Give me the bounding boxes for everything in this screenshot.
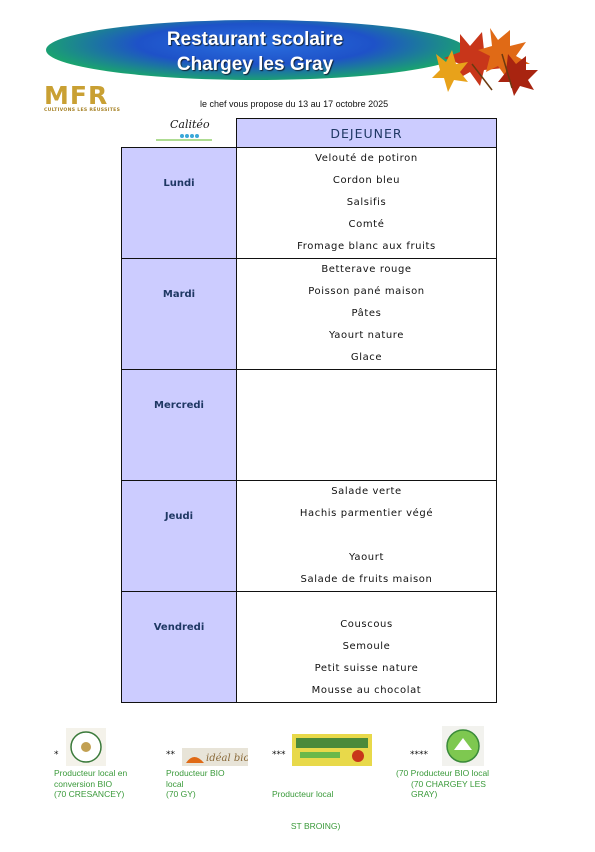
day-name: Mardi: [162, 289, 196, 300]
dish: Comté: [348, 219, 385, 230]
menu-table: DEJEUNER Lundi Velouté de potiron Cordon…: [121, 118, 497, 703]
day-cell: Jeudi: [121, 480, 237, 592]
dish: Salsifis: [346, 197, 387, 208]
producer-line: ST BROING): [272, 820, 341, 831]
title-banner: [46, 20, 466, 80]
producer-marker: ****: [410, 750, 428, 760]
title-line-2: Chargey les Gray: [176, 54, 334, 75]
dishes-cell: Couscous Semoule Petit suisse nature Mou…: [236, 591, 497, 703]
dish: Salade de fruits maison: [300, 574, 433, 585]
dejeuner-header: DEJEUNER: [236, 118, 497, 148]
dish: Glace: [350, 352, 383, 363]
day-name: Vendredi: [153, 622, 205, 633]
dish: Betterave rouge: [321, 264, 412, 275]
producers-legend: * Producteur local en conversion BIO (70…: [0, 724, 595, 831]
dish: Hachis parmentier végé: [299, 508, 434, 519]
dishes-cell: Betterave rouge Poisson pané maison Pâte…: [236, 258, 497, 370]
producer-text: Producteur local en conversion BIO (70 C…: [54, 768, 154, 800]
gratines-cresancey-logo-icon: [66, 728, 106, 766]
day-name: Lundi: [163, 178, 195, 189]
mfr-logo-letters: MFR: [44, 81, 109, 110]
producer-line: local: [166, 778, 184, 789]
dishes-cell: Velouté de potiron Cordon bleu Salsifis …: [236, 147, 497, 259]
producer-line: (70 CHARGEY LES: [411, 778, 486, 789]
dish: Velouté de potiron: [315, 153, 418, 164]
week-subtitle: le chef vous propose du 13 au 17 octobre…: [200, 99, 389, 109]
producer-line: conversion BIO: [54, 778, 113, 789]
ideal-bio-logo-icon: idéal bio: [182, 748, 248, 766]
dish: [237, 392, 496, 414]
producer-line: (70 GY): [166, 789, 196, 799]
dishes-cell: Salade verte Hachis parmentier végé Yaou…: [236, 480, 497, 592]
day-row: Mardi Betterave rouge Poisson pané maiso…: [121, 258, 497, 370]
producer-line: Producteur local en: [54, 768, 128, 778]
producer-line: (70 CRESANCEY): [54, 789, 125, 799]
dish: [237, 414, 496, 436]
header-empty-cell: [122, 119, 237, 148]
st-broing-producer-logo-icon: [292, 734, 372, 766]
day-row: Mercredi: [121, 369, 497, 481]
mfr-tagline: CULTIVONS LES RÉUSSITES: [44, 108, 121, 113]
dish: [237, 458, 496, 480]
day-cell: Vendredi: [121, 591, 237, 703]
dish: Poisson pané maison: [308, 286, 425, 297]
producer-line: Producteur local: [272, 789, 334, 799]
dish: [237, 436, 496, 458]
ferme-rosieres-logo-icon: [442, 726, 484, 766]
dish: [237, 592, 496, 614]
producer-text: (70 Producteur BIO local (70 CHARGEY LES…: [396, 768, 506, 800]
caterer-logo: Calitéo: [152, 118, 218, 144]
caterer-logo-word: Calitéo: [170, 118, 210, 131]
dish: Mousse au chocolat: [311, 685, 422, 696]
dish: Petit suisse nature: [314, 663, 419, 674]
producer-line: GRAY): [411, 789, 438, 799]
day-row: Jeudi Salade verte Hachis parmentier vég…: [121, 480, 497, 592]
day-row: Lundi Velouté de potiron Cordon bleu Sal…: [121, 147, 497, 259]
producer-marker: *: [54, 750, 59, 760]
producer-line: Producteur BIO: [166, 768, 225, 778]
producer-text: Producteur BIO local (70 GY): [166, 768, 256, 800]
producer-text: Producteur local ST BROING): [272, 768, 382, 852]
title-line-1: Restaurant scolaire: [166, 29, 344, 50]
dish: Pâtes: [351, 308, 382, 319]
dish: Semoule: [342, 641, 391, 652]
day-cell: Lundi: [121, 147, 237, 259]
dishes-cell: [236, 369, 497, 481]
caterer-dots-icon: [156, 134, 212, 141]
dish: Yaourt nature: [328, 330, 405, 341]
menu-header-row: DEJEUNER: [122, 118, 497, 148]
dish: Yaourt: [349, 552, 384, 563]
dish: [237, 370, 496, 392]
dish: Cordon bleu: [332, 175, 401, 186]
producer-line: (70 Producteur BIO local: [396, 768, 490, 778]
day-cell: Mercredi: [121, 369, 237, 481]
day-cell: Mardi: [121, 258, 237, 370]
autumn-leaves-icon: [432, 28, 538, 96]
mfr-logo: MFR CULTIVONS LES RÉUSSITES: [44, 81, 134, 114]
dish: Couscous: [340, 619, 393, 630]
svg-text:idéal bio: idéal bio: [206, 753, 248, 764]
dish: Salade verte: [331, 486, 402, 497]
day-name: Mercredi: [154, 400, 204, 411]
dish: [237, 525, 496, 547]
dish: Fromage blanc aux fruits: [297, 241, 436, 252]
producer-marker: ***: [272, 750, 286, 760]
day-row: Vendredi Couscous Semoule Petit suisse n…: [121, 591, 497, 703]
producer-marker: **: [166, 750, 175, 760]
page-title: Restaurant scolaire Chargey les Gray: [140, 27, 370, 77]
day-name: Jeudi: [164, 511, 194, 522]
